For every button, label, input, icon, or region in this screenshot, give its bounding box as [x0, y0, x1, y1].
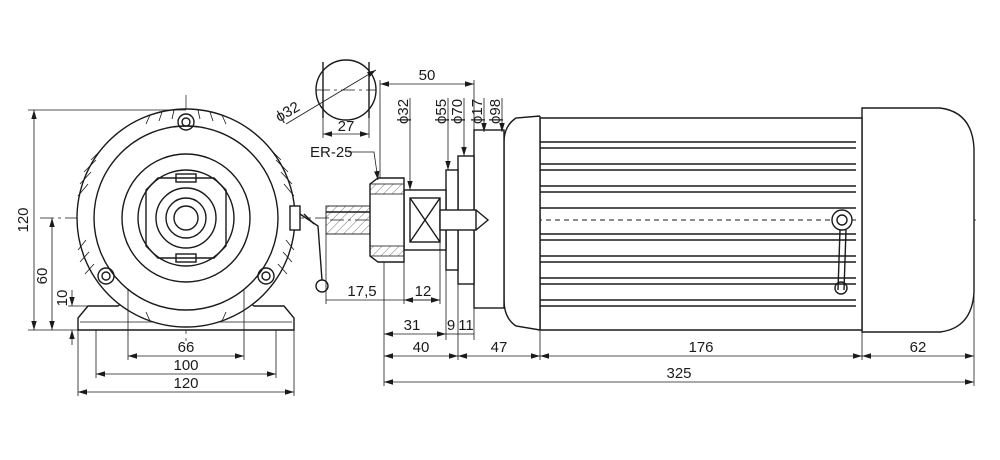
dim-segment-0: 40 [413, 339, 430, 356]
rear-end-cap [861, 107, 975, 333]
front-flange [473, 129, 505, 309]
collet-label: ER-25 [310, 144, 353, 161]
spindle-shaft [439, 209, 477, 231]
collet-ring [155, 187, 217, 249]
dim-width: 50 [419, 67, 436, 84]
dim-diam-1: ϕ55 [433, 99, 450, 124]
nut-detail: ϕ32 27 [273, 59, 377, 138]
dim-height-total: 120 [15, 207, 32, 232]
dim-segment-2: 176 [688, 339, 713, 356]
ground-lug [315, 279, 329, 293]
front-bell [503, 115, 541, 331]
collet-leader [348, 151, 380, 181]
dim-bottom-small-3: 11 [458, 317, 474, 334]
dim-shaft-offset: 17,5 [347, 283, 376, 300]
nut-flats-label: 27 [338, 118, 355, 135]
nut-notch-bottom [175, 253, 197, 263]
dim-diam-3: ϕ17 [469, 99, 486, 124]
dim-holes-spacing: 66 [178, 339, 195, 356]
collet-nut-outer [137, 169, 235, 267]
flange-ring [121, 153, 251, 283]
dim-total: 325 [666, 365, 691, 382]
mounting-bolt-left [97, 267, 115, 285]
segment-dimensions [383, 292, 975, 386]
spindle-bore [173, 205, 199, 231]
ground-wire [299, 213, 323, 281]
cable [837, 229, 841, 291]
bottom-small-dimensions [325, 230, 475, 340]
dim-segment-1: 47 [491, 339, 508, 356]
mounting-bolt-top [177, 113, 195, 131]
dim-diam-4: ϕ98 [487, 99, 504, 124]
mounting-bolt-right [257, 267, 275, 285]
dim-bottom-small-2: 9 [447, 317, 455, 334]
terminal-box [289, 205, 301, 231]
dim-diam-0: ϕ32 [395, 99, 412, 124]
collet-nut-hatch-top [369, 183, 405, 195]
dim-bottom-small-0: 12 [415, 283, 432, 300]
cooling-fins [77, 109, 295, 322]
front-view: 120 60 10 66 100 120 [15, 95, 330, 396]
dim-diam-2: ϕ70 [449, 99, 466, 124]
cable-lug [834, 281, 848, 295]
cable-gland [831, 209, 853, 231]
body-ribs [508, 141, 856, 307]
dim-feet-width: 100 [173, 357, 198, 374]
dim-base-thickness: 10 [54, 290, 71, 307]
dim-base-width: 120 [173, 375, 198, 392]
side-view: ER-25 50 ϕ32 ϕ55 ϕ70 ϕ17 ϕ98 [310, 67, 980, 386]
dim-segment-3: 62 [910, 339, 927, 356]
nut-notch-top [175, 173, 197, 183]
spindle-tip [475, 209, 490, 231]
dim-height-axis: 60 [34, 268, 51, 285]
front-dimensions [28, 109, 295, 396]
ground-wire-2 [303, 213, 315, 225]
collet-bore-outer [165, 197, 207, 239]
collet-nut-hatch-bottom [369, 245, 405, 257]
tool-shank [325, 205, 371, 235]
dim-bottom-small-1: 31 [404, 317, 421, 334]
nut-diameter-label: ϕ32 [273, 98, 303, 125]
top-dimensions [379, 80, 505, 190]
nut-diameter-leader [285, 69, 377, 125]
motor-body [539, 117, 863, 331]
